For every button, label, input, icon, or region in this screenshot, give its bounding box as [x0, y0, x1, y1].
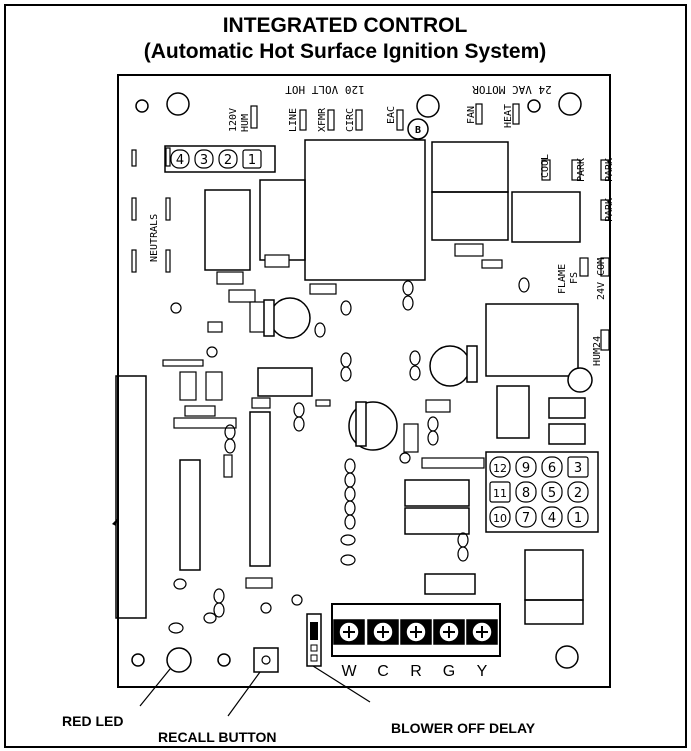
mounting-holes	[131, 92, 582, 669]
terminal-strips-top	[250, 103, 520, 131]
label-circ: CIRC	[345, 108, 356, 132]
terminal-label: C	[377, 663, 389, 680]
capacitors	[263, 297, 593, 451]
pin-label: 10	[493, 512, 507, 525]
pin-label: 5	[548, 486, 556, 501]
pin-label: 1	[574, 511, 582, 526]
recall-button-center	[261, 655, 271, 665]
callout-red-led: RED LED	[62, 713, 123, 729]
connector-4-pin-label: 3	[200, 153, 208, 168]
solder-pads	[168, 277, 530, 634]
recall-button[interactable]	[253, 647, 279, 673]
connector-12-pin	[485, 451, 599, 533]
small-components	[162, 243, 503, 589]
label-fan: FAN	[466, 106, 477, 124]
b-marker-label: B	[415, 125, 421, 136]
pin-label: 11	[493, 487, 507, 500]
b-marker	[407, 118, 429, 140]
terminal-label: W	[341, 663, 357, 680]
pin-label: 3	[574, 461, 582, 476]
callout-blower-off-delay: BLOWER OFF DELAY	[391, 720, 536, 736]
terminal-label: Y	[477, 663, 488, 680]
callout-leaders	[139, 665, 371, 717]
jumper-pin	[310, 644, 318, 652]
label-heat: HEAT	[503, 104, 514, 128]
label-line: LINE	[288, 108, 299, 132]
label-cool: COOL	[540, 154, 551, 178]
label-hum: HUM	[240, 114, 251, 132]
label-24v-com: 24V COM	[596, 258, 607, 300]
connector-4-pin-label: 2	[224, 153, 232, 168]
connector-4-pins	[170, 149, 262, 169]
callout-recall-button: RECALL BUTTON	[158, 729, 276, 745]
terminal-label: G	[443, 663, 455, 680]
label-120v: 120V	[228, 108, 239, 132]
neutral-terminals	[131, 147, 171, 273]
pin-label: 6	[548, 461, 556, 476]
connector-12-pins	[489, 456, 589, 528]
terminal-label: R	[410, 663, 422, 680]
label-xfmr: XFMR	[317, 107, 328, 132]
label-park-1: PARK	[576, 158, 587, 182]
red-led	[166, 647, 192, 673]
jumper-shunt	[310, 622, 318, 640]
connector-4-pin-label: 4	[176, 153, 184, 168]
label-eac: EAC	[386, 106, 397, 124]
terminal-screws	[333, 619, 498, 645]
pin-label: 4	[548, 511, 556, 526]
connector-12-labels: 12 9 6 3 11 8 5 2 10 7 4 1	[493, 461, 582, 526]
circuit-board	[117, 74, 611, 688]
right-terminal-strips	[541, 159, 610, 351]
thermostat-terminal-block	[331, 603, 501, 657]
label-park-2: PARK	[604, 158, 615, 182]
connector-4-pin-label: 1	[248, 153, 256, 168]
label-neutrals: NEUTRALS	[149, 214, 160, 262]
label-120-volt-hot: 120 VOLT HOT	[285, 83, 365, 96]
title-line2: (Automatic Hot Surface Ignition System)	[144, 40, 547, 63]
pin-label: 8	[522, 486, 530, 501]
pin-label: 7	[522, 511, 530, 526]
label-flame: FLAME	[557, 264, 568, 294]
title-line1: INTEGRATED CONTROL	[223, 14, 468, 37]
connector-4-pin	[164, 145, 276, 173]
pin-label: 9	[522, 461, 530, 476]
label-24-vac-motor: 24 VAC MOTOR	[472, 83, 552, 96]
label-park-3: PARK	[604, 198, 615, 222]
diode-marker	[112, 518, 118, 526]
pin-label: 12	[493, 462, 507, 475]
jumper-pin	[310, 654, 318, 662]
label-hum24: HUM24	[592, 336, 603, 366]
label-fs: FS	[569, 272, 580, 284]
pin-label: 2	[574, 486, 582, 501]
screw-crosses	[343, 626, 488, 638]
